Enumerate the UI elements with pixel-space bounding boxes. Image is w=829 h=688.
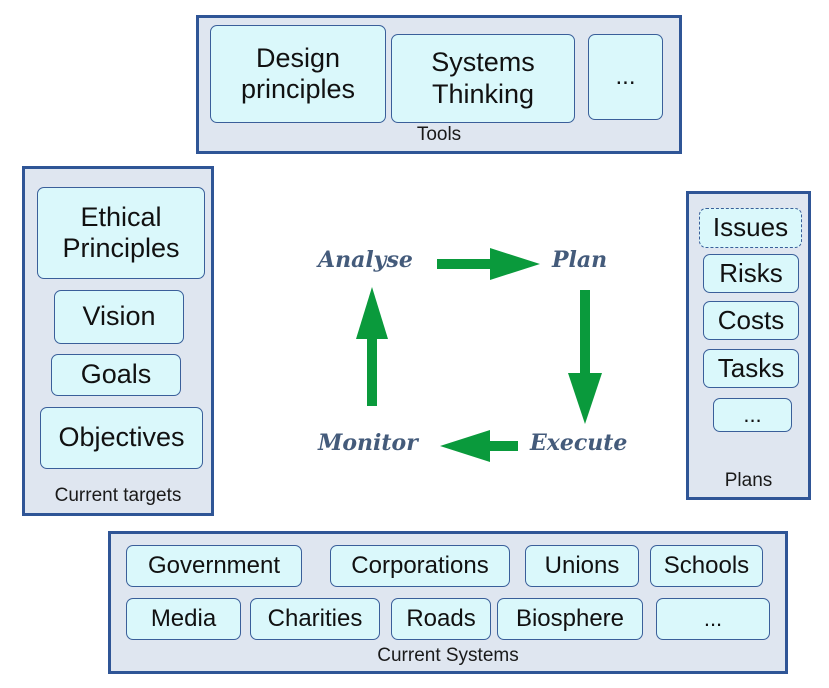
targets-panel: Ethical Principles Vision Goals Objectiv…: [22, 166, 214, 516]
target-vision: Vision: [54, 290, 184, 344]
system-unions: Unions: [525, 545, 639, 587]
system-label: Charities: [267, 605, 363, 633]
tools-panel: Design principles Systems Thinking ... T…: [196, 15, 682, 154]
system-label: Media: [150, 605, 217, 633]
target-objectives: Objectives: [40, 407, 203, 469]
system-roads: Roads: [391, 598, 491, 640]
plan-more: ...: [713, 398, 792, 432]
system-label: ...: [703, 606, 723, 632]
target-ethical-principles: Ethical Principles: [37, 187, 205, 279]
tool-label: Systems Thinking: [431, 47, 535, 109]
tools-panel-label: Tools: [416, 124, 462, 145]
cycle-plan-label: Plan: [552, 247, 608, 273]
arrow-analyse-to-plan: [437, 248, 540, 280]
system-label: Corporations: [351, 552, 489, 580]
plan-tasks: Tasks: [703, 349, 799, 388]
cycle-monitor-label: Monitor: [318, 430, 418, 456]
targets-panel-label: Current targets: [54, 485, 182, 506]
system-label: Biosphere: [515, 605, 625, 633]
target-goals: Goals: [51, 354, 181, 396]
tool-label: ...: [615, 63, 636, 91]
systems-panel: Government Corporations Unions Schools M…: [108, 531, 788, 674]
system-media: Media: [126, 598, 241, 640]
plan-label: Risks: [719, 257, 783, 288]
plans-panel-label: Plans: [724, 470, 773, 491]
target-label: Goals: [80, 359, 152, 390]
system-charities: Charities: [250, 598, 380, 640]
plan-label: ...: [743, 402, 762, 428]
target-label: Ethical Principles: [62, 201, 180, 263]
system-label: Government: [147, 552, 281, 580]
system-label: Roads: [406, 605, 476, 633]
arrow-plan-to-execute: [568, 290, 602, 424]
tool-design-principles: Design principles: [210, 25, 386, 123]
tool-systems-thinking: Systems Thinking: [391, 34, 575, 123]
system-corporations: Corporations: [330, 545, 510, 587]
plans-panel: Issues Risks Costs Tasks ... Plans: [686, 191, 811, 500]
target-label: Objectives: [58, 422, 185, 453]
system-label: Schools: [663, 552, 750, 580]
plan-label: Costs: [717, 304, 785, 335]
plan-issues: Issues: [699, 208, 802, 248]
plan-risks: Risks: [703, 254, 799, 293]
plan-label: Tasks: [717, 352, 785, 383]
system-government: Government: [126, 545, 302, 587]
plan-costs: Costs: [703, 301, 799, 340]
system-more: ...: [656, 598, 770, 640]
system-label: Unions: [544, 552, 620, 580]
tool-more: ...: [588, 34, 663, 120]
tool-label: Design principles: [240, 42, 356, 104]
system-biosphere: Biosphere: [497, 598, 643, 640]
cycle-execute-label: Execute: [530, 430, 628, 456]
cycle-analyse-label: Analyse: [318, 247, 413, 273]
plan-label: Issues: [712, 212, 789, 243]
systems-panel-label: Current Systems: [377, 645, 519, 666]
system-schools: Schools: [650, 545, 763, 587]
arrow-monitor-to-analyse: [356, 287, 388, 406]
arrow-execute-to-monitor: [440, 430, 518, 462]
target-label: Vision: [82, 301, 156, 332]
